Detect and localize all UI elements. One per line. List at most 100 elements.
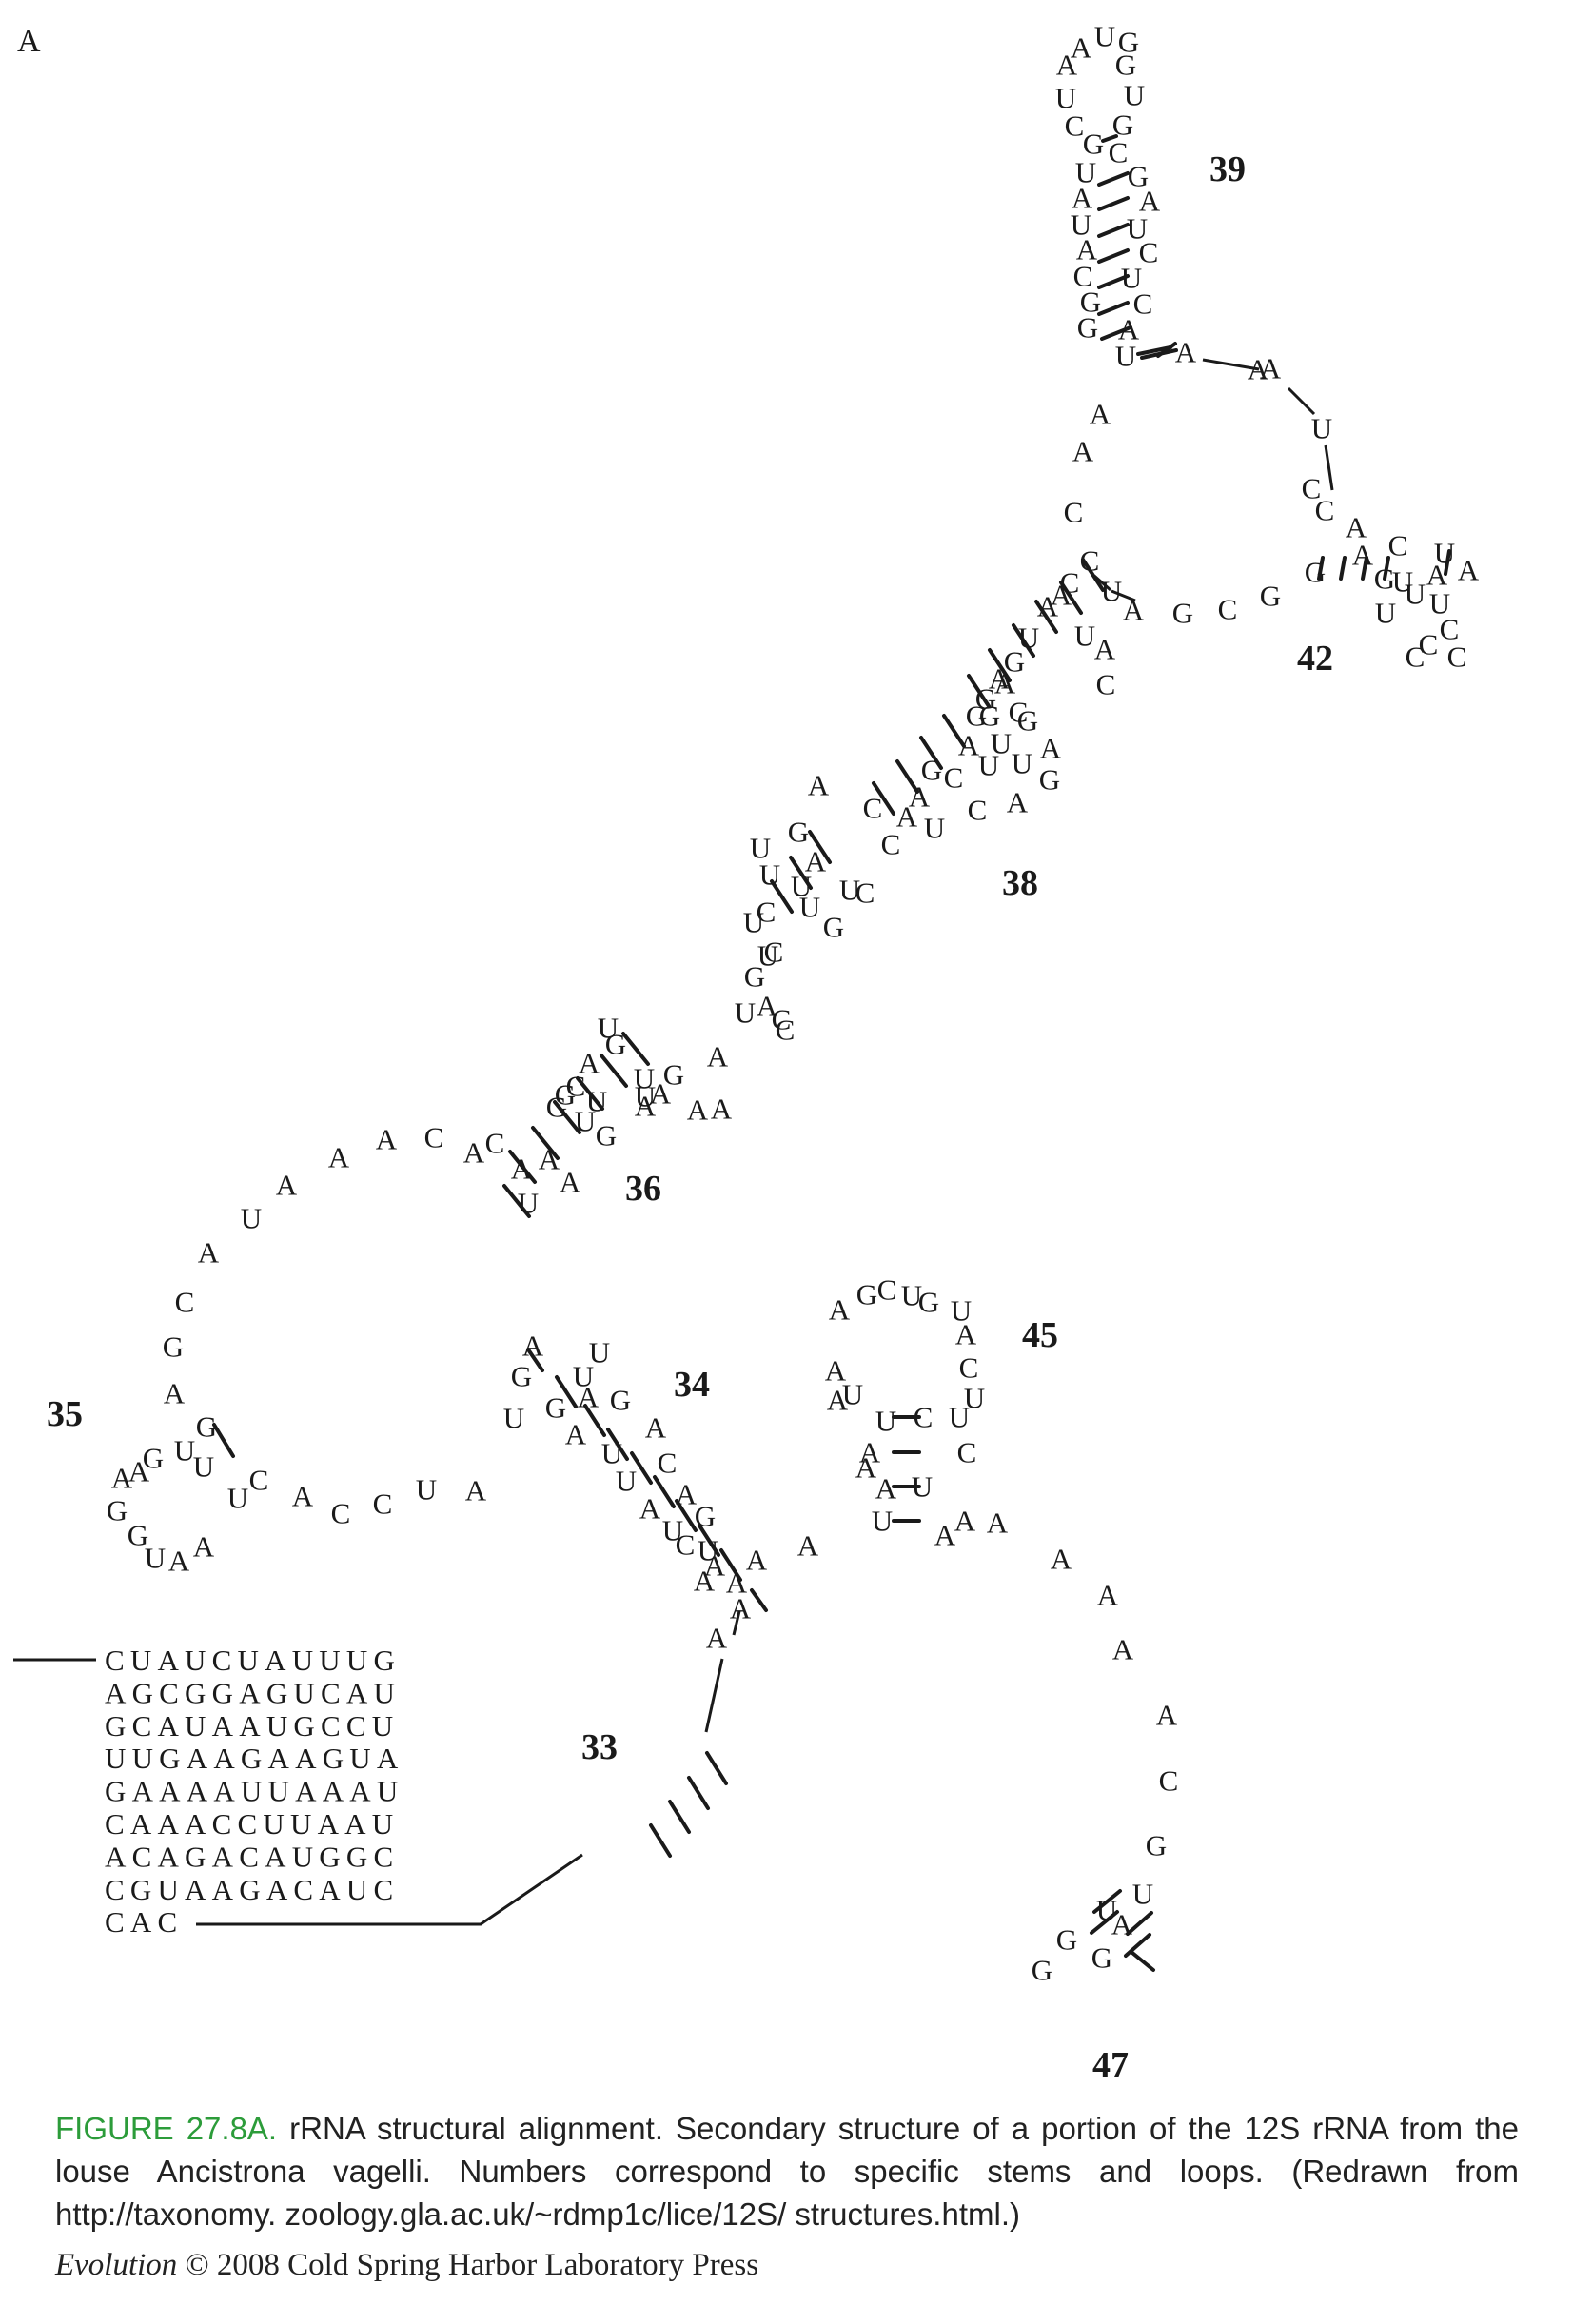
nucleotide: C	[877, 1273, 897, 1307]
nucleotide: U	[1096, 1894, 1117, 1927]
nucleotide: U	[978, 749, 999, 782]
nucleotide: A	[565, 1418, 587, 1451]
nucleotide: G	[1083, 128, 1104, 161]
figure-label: FIGURE 27.8A.	[55, 2111, 278, 2146]
nucleotide: U	[757, 939, 778, 973]
nucleotide: U	[839, 874, 860, 907]
nucleotide: G	[196, 1410, 217, 1444]
sequence-row: CUAUCUAUUUG	[105, 1644, 401, 1677]
nucleotide: U	[598, 1012, 619, 1045]
nucleotide: U	[227, 1482, 248, 1515]
nucleotide: U	[1375, 597, 1396, 630]
nucleotide: A	[989, 662, 1011, 696]
nucleotide: A	[987, 1507, 1009, 1540]
nucleotide: A	[1111, 1908, 1133, 1941]
nucleotide: A	[1123, 594, 1145, 627]
nucleotide: A	[1458, 554, 1480, 587]
loop-label-45: 45	[1022, 1315, 1058, 1355]
nucleotide: A	[650, 1077, 672, 1111]
nucleotide: A	[292, 1480, 314, 1513]
backbone-connector	[1202, 358, 1260, 371]
nucleotide: G	[545, 1391, 566, 1425]
nucleotide: C	[658, 1447, 678, 1480]
nucleotide: C	[1440, 613, 1460, 646]
credit-text: © 2008 Cold Spring Harbor Laboratory Pre…	[177, 2248, 759, 2282]
nucleotide: C	[485, 1127, 505, 1160]
loop-label-35: 35	[47, 1394, 83, 1434]
nucleotide: C	[944, 761, 964, 795]
nucleotide: C	[1159, 1764, 1179, 1798]
nucleotide: U	[799, 891, 820, 924]
sequence-row: CAC	[105, 1905, 183, 1939]
nucleotide: U	[1392, 565, 1413, 599]
loop-label-47: 47	[1092, 2045, 1129, 2085]
panel-label: A	[17, 24, 41, 59]
nucleotide: U	[1094, 20, 1115, 53]
nucleotide: A	[639, 1492, 661, 1526]
nucleotide: C	[1073, 260, 1093, 293]
nucleotide: G	[555, 1078, 576, 1112]
nucleotide: G	[1118, 26, 1139, 59]
nucleotide: G	[921, 754, 942, 787]
nucleotide: A	[805, 845, 827, 878]
nucleotide: U	[791, 870, 812, 903]
nucleotide: A	[757, 990, 778, 1023]
nucleotide: U	[901, 1279, 922, 1312]
nucleotide: A	[687, 1093, 709, 1127]
nucleotide: A	[1076, 233, 1098, 266]
nucleotide: A	[1056, 49, 1078, 82]
nucleotide: U	[616, 1465, 637, 1498]
nucleotide: A	[1007, 786, 1029, 819]
nucleotide: U	[1127, 212, 1148, 246]
nucleotide: U	[518, 1187, 539, 1220]
nucleotide: C	[1096, 668, 1116, 701]
nucleotide: A	[676, 1478, 698, 1511]
nucleotide: A	[711, 1093, 733, 1126]
nucleotide: U	[750, 832, 771, 865]
nucleotide: A	[522, 1329, 544, 1363]
backbone-connector	[1093, 574, 1111, 592]
nucleotide: A	[1051, 579, 1072, 612]
nucleotide: G	[1260, 580, 1281, 613]
nucleotide: C	[566, 1070, 586, 1103]
nucleotide: G	[1115, 49, 1136, 82]
nucleotide: G	[1128, 160, 1149, 193]
nucleotide: A	[1426, 559, 1448, 592]
nucleotide: U	[1071, 208, 1091, 242]
nucleotide: C	[175, 1286, 195, 1319]
nucleotide: U	[601, 1437, 622, 1470]
nucleotide: A	[746, 1544, 768, 1577]
nucleotide: C	[1218, 593, 1238, 626]
nucleotide: G	[1091, 1941, 1112, 1975]
nucleotide: A	[1175, 336, 1197, 369]
nucleotide: G	[663, 1058, 684, 1092]
nucleotide: G	[823, 911, 844, 944]
nucleotide: U	[872, 1505, 893, 1538]
nucleotide: G	[979, 699, 1000, 733]
nucleotide: A	[463, 1136, 485, 1170]
nucleotide: C	[881, 828, 901, 861]
nucleotide: A	[193, 1530, 215, 1564]
nucleotide: U	[635, 1080, 656, 1113]
nucleotide: U	[1121, 262, 1142, 295]
nucleotide: U	[1074, 620, 1095, 653]
nucleotide: U	[662, 1514, 683, 1547]
nucleotide: A	[1037, 590, 1059, 623]
nucleotide: U	[698, 1534, 718, 1567]
nucleotide: C	[1406, 640, 1426, 674]
nucleotide: A	[875, 1472, 897, 1506]
nucleotide: A	[994, 667, 1016, 700]
nucleotide: C	[914, 1401, 934, 1434]
nucleotide: A	[707, 1040, 729, 1073]
nucleotide: C	[1315, 494, 1335, 527]
nucleotide: A	[539, 1143, 560, 1176]
nucleotide: U	[589, 1336, 610, 1369]
backbone-connector	[1111, 589, 1136, 602]
nucleotide: G	[143, 1442, 164, 1475]
nucleotide: A	[168, 1545, 190, 1578]
sequence-block: CUAUCUAUUUGAGCGGAGUCAUGCAUAAUGCCUUUGAAGA…	[105, 1644, 401, 1939]
nucleotide: U	[1405, 578, 1426, 611]
nucleotide: G	[1080, 286, 1101, 319]
nucleotide: A	[704, 1549, 726, 1583]
sequence-row: GCAUAAUGCCU	[105, 1709, 399, 1743]
